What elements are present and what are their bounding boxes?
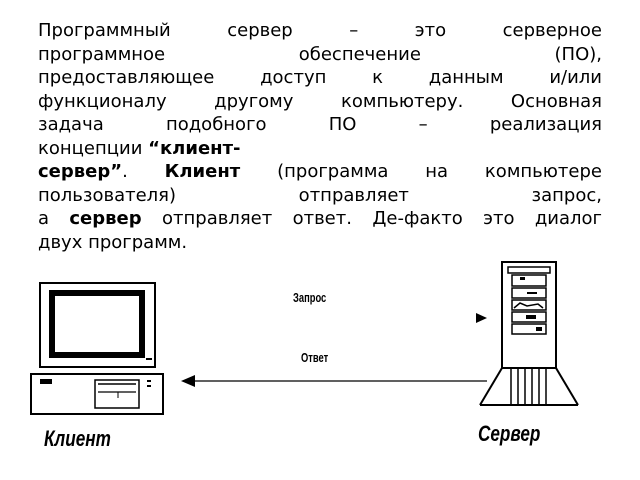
text-line: программное обеспечение (ПО),: [38, 43, 602, 65]
text-line: а сервер отправляет ответ. Де-факто это …: [38, 207, 602, 231]
term-client: Клиент: [164, 161, 241, 182]
response-label: Ответ: [301, 350, 329, 365]
text-span: .: [122, 161, 165, 182]
client-label: Клиент: [44, 426, 111, 451]
server-label: Сервер: [478, 421, 541, 446]
text-span: (программа на компьютере: [240, 161, 602, 182]
term-client-server: “клиент-: [148, 137, 241, 159]
term-client-server-end: сервер”: [38, 161, 123, 182]
description-paragraph: Программный сервер – это серверное прогр…: [38, 19, 602, 254]
text-line: двух программ.: [38, 231, 188, 253]
text-line: функционалу другому компьютеру. Основная: [38, 90, 602, 112]
text-line: предоставляющее доступ к данным и/или: [38, 67, 602, 88]
text-span: а: [38, 208, 70, 229]
text-span: концепции: [38, 137, 149, 159]
request-label: Запрос: [293, 290, 327, 305]
client-computer-icon: [30, 282, 164, 415]
response-arrow: [181, 375, 487, 387]
term-server: сервер: [69, 208, 142, 229]
server-tower-icon: [479, 261, 579, 406]
text-line: концепции “клиент-: [38, 137, 602, 161]
text-line: Программный сервер – это серверное: [38, 20, 602, 41]
text-span: отправляет ответ. Де-факто это диалог: [141, 208, 602, 229]
text-line: пользователя) отправляет запрос,: [38, 184, 602, 206]
text-line: сервер”. Клиент (программа на компьютере: [38, 160, 602, 184]
text-line: задача подобного ПО – реализация: [38, 114, 602, 135]
request-arrow: [476, 313, 487, 323]
